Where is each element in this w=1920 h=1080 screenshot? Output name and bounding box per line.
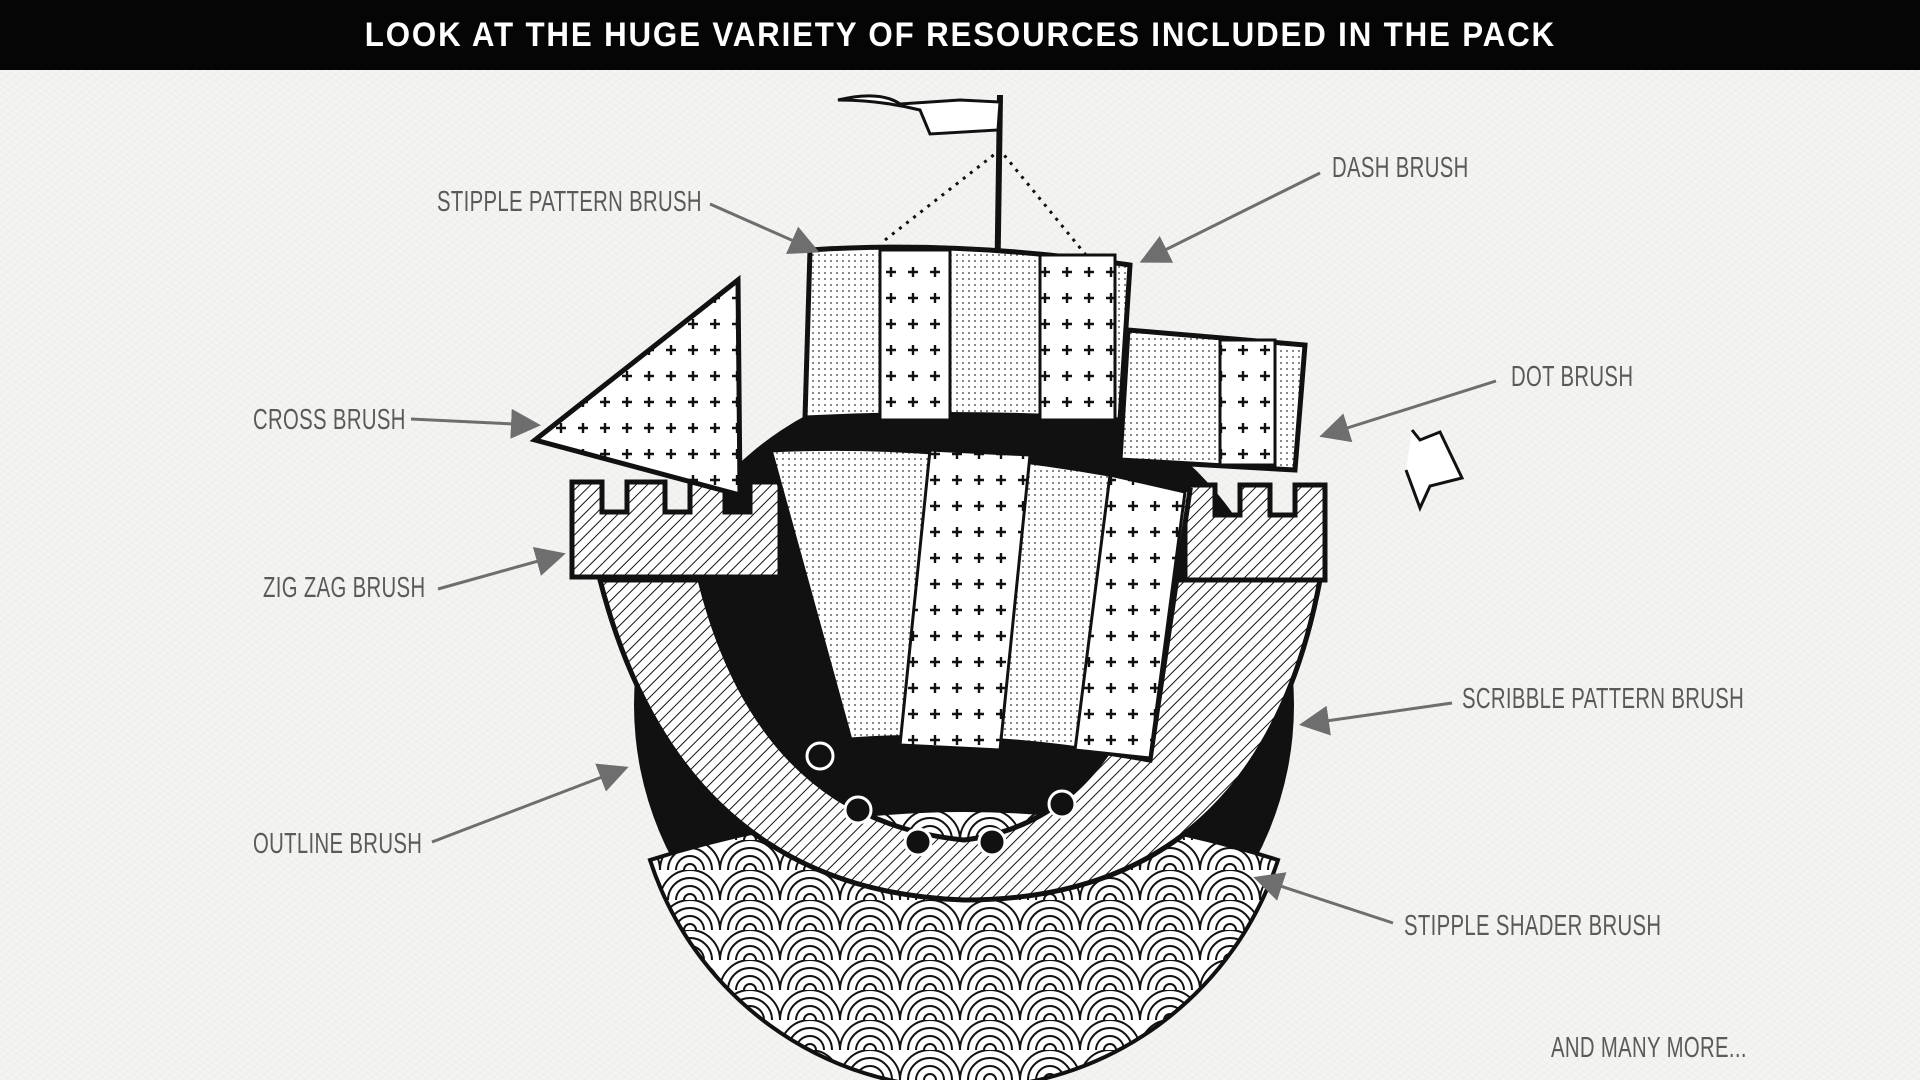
- label-and-many-more: AND MANY MORE...: [1551, 1032, 1747, 1064]
- label-outline-brush: OUTLINE BRUSH: [253, 828, 423, 860]
- forecastle: [569, 479, 783, 580]
- header-title: LOOK AT THE HUGE VARIETY OF RESOURCES IN…: [364, 15, 1556, 54]
- label-zig-zag-brush: ZIG ZAG BRUSH: [263, 572, 426, 604]
- label-stipple-pattern-brush: STIPPLE PATTERN BRUSH: [437, 186, 702, 218]
- label-dash-brush: DASH BRUSH: [1332, 152, 1469, 184]
- label-scribble-pattern-brush: SCRIBBLE PATTERN BRUSH: [1462, 683, 1745, 715]
- callout-arrows: [410, 171, 1497, 925]
- top-flag: [837, 94, 1002, 136]
- aftercastle: [1182, 482, 1328, 583]
- label-cross-brush: CROSS BRUSH: [253, 404, 406, 436]
- label-dot-brush: DOT BRUSH: [1511, 361, 1634, 393]
- label-stipple-shader-brush: STIPPLE SHADER BRUSH: [1404, 910, 1662, 942]
- aft-sail: [1117, 327, 1308, 473]
- stern-flag: [1404, 429, 1465, 512]
- sea-waves: [647, 808, 1281, 1080]
- header-banner: LOOK AT THE HUGE VARIETY OF RESOURCES IN…: [0, 0, 1920, 70]
- jib-sail: [529, 274, 743, 499]
- portholes: [805, 741, 1077, 857]
